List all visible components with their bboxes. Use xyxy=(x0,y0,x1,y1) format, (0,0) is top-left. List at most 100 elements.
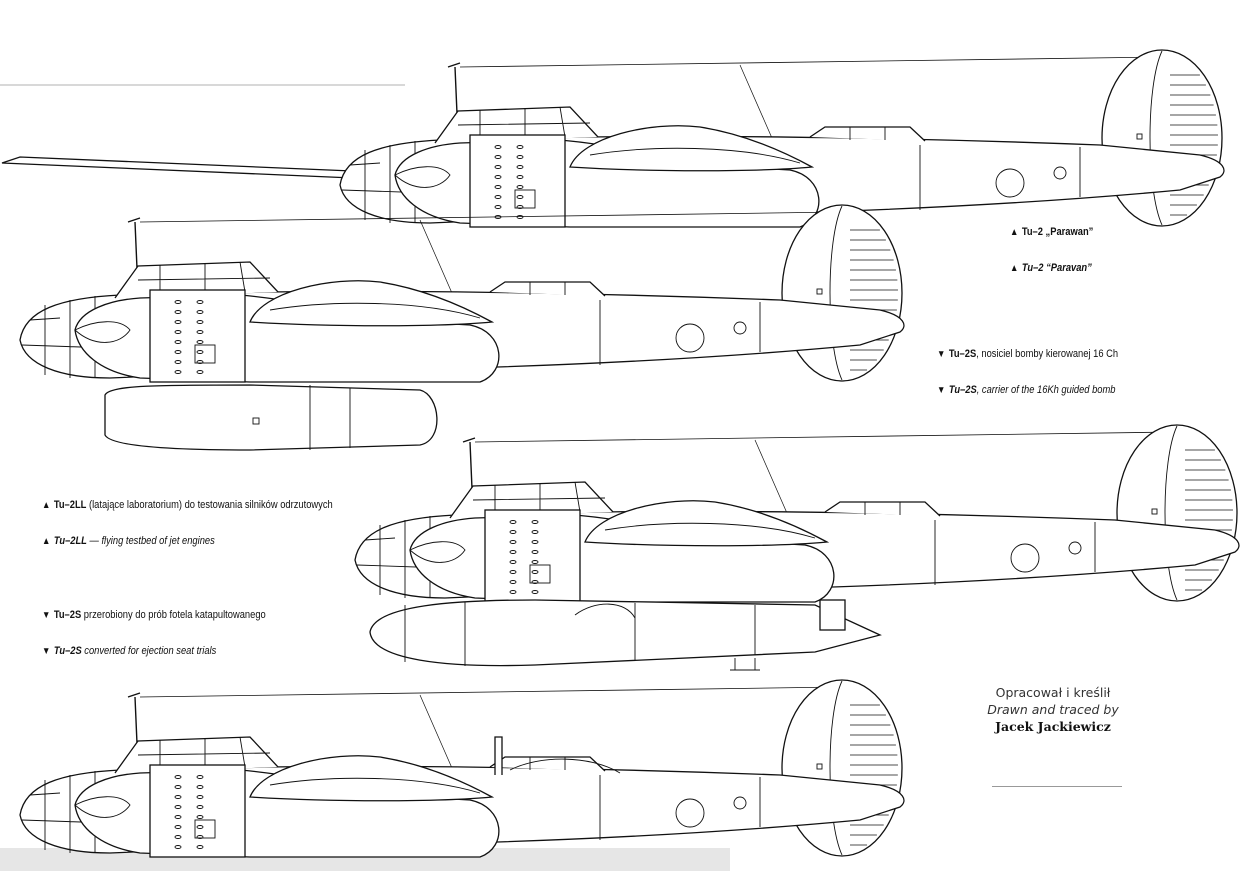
tail-fin xyxy=(1116,424,1238,602)
cowling-vent xyxy=(196,300,204,304)
credit-author: Jacek Jackiewicz xyxy=(995,719,1111,734)
rear-canopy-frame xyxy=(849,127,886,140)
cowling-panel xyxy=(149,289,246,383)
antenna-wire xyxy=(474,431,1176,443)
cowling-vent xyxy=(531,590,539,594)
rudder-hinge xyxy=(829,680,843,856)
hatch xyxy=(1068,541,1082,555)
cowling-vent xyxy=(196,320,204,324)
wing-flap-line xyxy=(269,777,481,794)
hatch xyxy=(1053,166,1067,180)
cowling-vent xyxy=(196,825,204,829)
antenna-wire xyxy=(139,211,841,223)
caption-model: Tu–2 xyxy=(1021,262,1044,274)
cowling-vent xyxy=(509,550,517,554)
guided-bomb xyxy=(369,599,882,667)
cowling-vent xyxy=(196,775,204,779)
caption-text: (latające laboratorium) do testowania si… xyxy=(86,499,333,511)
spinner xyxy=(409,541,466,563)
paravan-boom xyxy=(1,156,401,181)
caption-model: Tu–2S xyxy=(948,348,977,360)
cowling-panel xyxy=(484,509,581,603)
rear-canopy-frame xyxy=(864,502,901,515)
cowling-vent xyxy=(516,155,524,159)
roundel xyxy=(995,168,1025,198)
cowling-vent xyxy=(174,360,182,364)
jet-engine xyxy=(104,384,438,451)
cowling-vent xyxy=(196,815,204,819)
jet-engine-panel xyxy=(309,385,351,450)
rear-canopy xyxy=(824,501,941,517)
fin-panel xyxy=(1136,133,1143,140)
antenna-lead xyxy=(419,219,456,301)
cowling-panel xyxy=(149,764,246,858)
cowling-vent xyxy=(509,580,517,584)
antenna-wire xyxy=(459,56,1161,68)
cowling-vent xyxy=(494,175,502,179)
cowling-vent xyxy=(509,530,517,534)
canopy xyxy=(114,736,279,774)
bomb-fin xyxy=(819,599,846,631)
rear-canopy xyxy=(809,126,926,142)
aircraft-seat xyxy=(19,679,905,858)
spinner xyxy=(394,166,451,188)
aircraft-paravan xyxy=(1,49,1225,228)
cowling-vent xyxy=(196,795,204,799)
canopy-frame xyxy=(457,106,591,140)
wing-flap-line xyxy=(269,302,481,319)
cowling-vent xyxy=(516,205,524,209)
rudder-hinge xyxy=(1164,425,1178,601)
exhaust xyxy=(194,344,216,364)
cowling-vent xyxy=(174,370,182,374)
rudder-hinge xyxy=(1149,50,1163,226)
bomb-panel xyxy=(404,602,756,666)
cowling-vent xyxy=(174,785,182,789)
antenna-wire xyxy=(139,686,841,698)
cowling-vent xyxy=(174,775,182,779)
caption-model: Tu–2 xyxy=(1021,226,1043,238)
cowling-vent xyxy=(509,570,517,574)
wing-flap-line xyxy=(604,522,816,539)
aircraft-bomb xyxy=(354,424,1240,671)
cowling-vent xyxy=(509,520,517,524)
cowling-vent xyxy=(196,330,204,334)
cowling-vent xyxy=(196,835,204,839)
canopy xyxy=(434,106,599,144)
credit-line-pl: Opracował i kreślił xyxy=(995,685,1111,700)
caption-text: przerobiony do prób fotela katapultowane… xyxy=(81,609,266,621)
nose-glazing xyxy=(21,296,111,378)
cowling-vent xyxy=(174,340,182,344)
caption-tu2ll-en: ▲Tu–2LL — flying testbed of jet engines xyxy=(42,535,215,547)
cowling-vent xyxy=(531,540,539,544)
nose-glazing xyxy=(21,771,111,853)
cowling-vent xyxy=(174,320,182,324)
rudder-hinge xyxy=(829,205,843,381)
cowling-vent xyxy=(196,360,204,364)
cowling-vent xyxy=(516,185,524,189)
canopy xyxy=(449,481,614,519)
hatch xyxy=(733,796,747,810)
antenna-lead xyxy=(419,694,456,776)
caption-tu2s-seat-en: ▼Tu–2S converted for ejection seat trial… xyxy=(42,645,216,657)
aircraft-jet xyxy=(19,204,905,451)
roundel xyxy=(675,798,705,828)
cowling-vent xyxy=(516,145,524,149)
caption-parawan-pl: ▲Tu–2 „Parawan” xyxy=(1010,226,1093,238)
caption-tu2s-bomb-pl: ▼Tu–2S, nosiciel bomby kierowanej 16 Ch xyxy=(937,348,1118,360)
caption-text: , carrier of the 16Kh guided bomb xyxy=(976,384,1116,396)
cowling-vent xyxy=(531,520,539,524)
caption-model: Tu–2LL xyxy=(53,499,87,511)
cowling-vent xyxy=(494,145,502,149)
cowling-vent xyxy=(174,350,182,354)
caption-tu2s-bomb-en: ▼Tu–2S, carrier of the 16Kh guided bomb xyxy=(937,384,1115,396)
tail-fin xyxy=(781,679,903,857)
triangle-up-icon: ▲ xyxy=(1010,227,1019,238)
cowling-vent xyxy=(196,845,204,849)
cowling-vent xyxy=(509,590,517,594)
ejection-rail xyxy=(494,736,503,775)
triangle-up-icon: ▲ xyxy=(42,500,51,511)
jet-engine-detail xyxy=(252,417,260,425)
cowling-vent xyxy=(174,805,182,809)
cowling-vent xyxy=(174,825,182,829)
